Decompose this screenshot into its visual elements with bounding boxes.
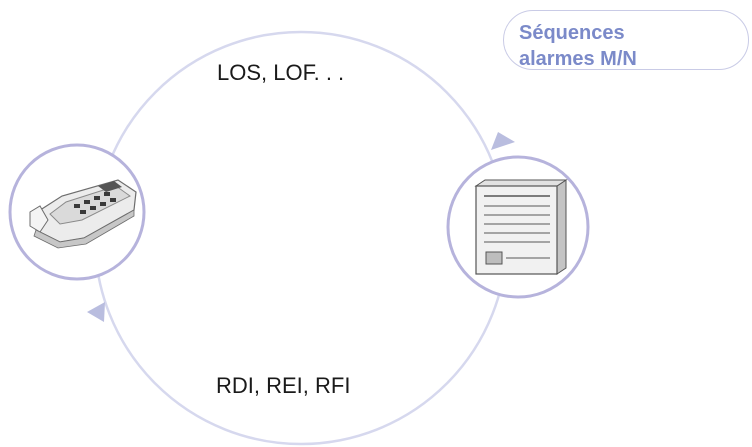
handheld-tester-icon [29, 179, 137, 249]
arrow-head-bottom-left [87, 302, 105, 322]
arrow-head-top-right [491, 132, 515, 150]
node-left [8, 143, 146, 281]
title-box [503, 10, 749, 70]
diagram-title: Séquences alarmes M/N [519, 22, 637, 70]
bottom-signal-label: RDI, REI, RFI [216, 373, 351, 398]
node-right [446, 155, 590, 299]
network-cabinet-icon [474, 179, 568, 275]
top-signal-label: LOS, LOF. . . [217, 60, 345, 85]
